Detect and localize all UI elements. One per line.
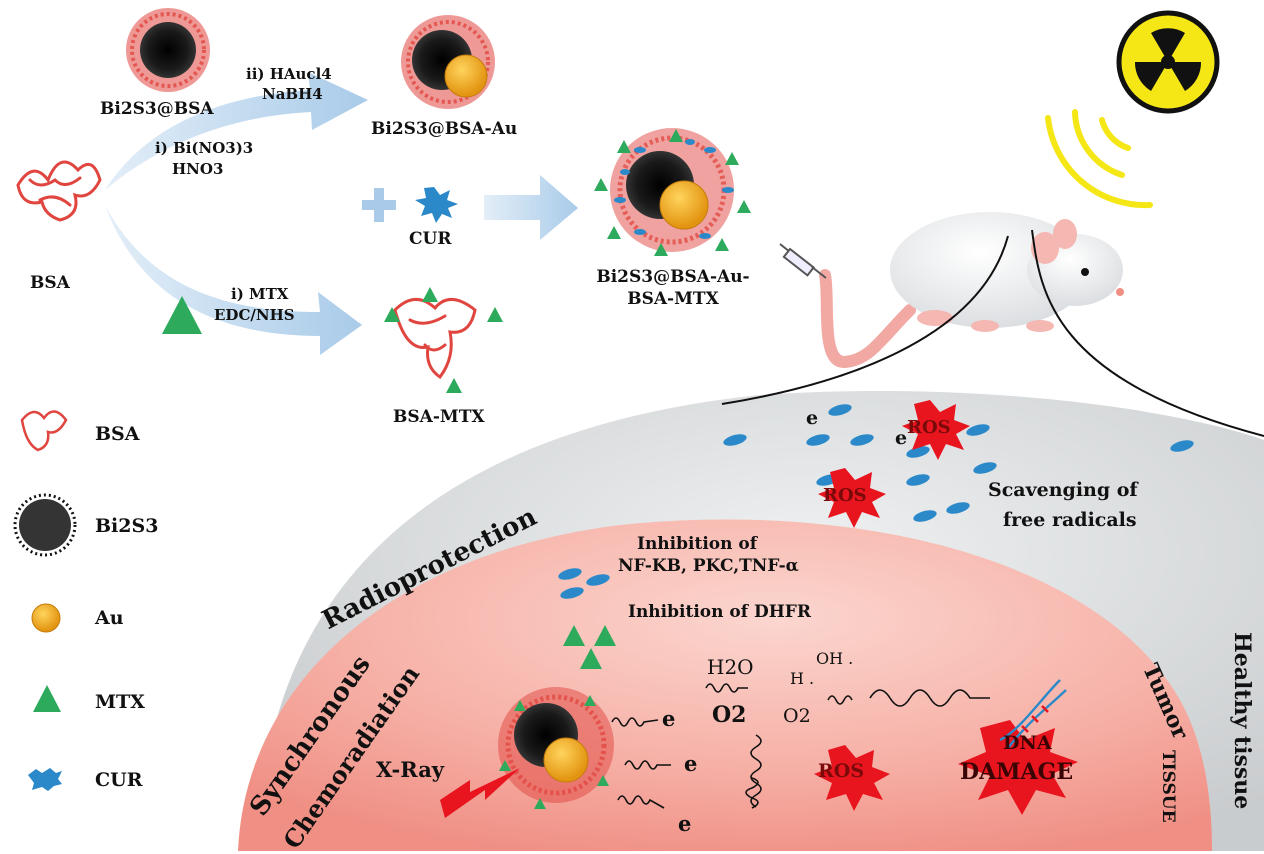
tissue-label: TISSUE <box>1158 750 1178 823</box>
mtx-triangles-tumor <box>563 625 616 669</box>
h-label: H . <box>790 669 815 688</box>
dna-label-1: DNA <box>1003 732 1052 754</box>
o2-label: O2 <box>712 702 747 728</box>
inhibition-dhfr-label: Inhibition of DHFR <box>628 602 811 622</box>
cur-molecule-icon <box>415 187 458 223</box>
dna-label-2: DAMAGE <box>960 759 1074 785</box>
ros-label-healthy-1: ROS <box>907 417 951 438</box>
final-complex-label-1: Bi2S3@BSA-Au- <box>596 267 750 287</box>
legend-cur-label: CUR <box>95 769 143 791</box>
step-bi-label-2: HNO3 <box>172 160 224 178</box>
ros-burst-healthy-1 <box>902 400 970 460</box>
legend-bsa-label: BSA <box>95 423 140 445</box>
step-mtx-label-1: i) MTX <box>231 285 289 303</box>
inhibition-label-1: Inhibition of <box>637 534 758 554</box>
electron-label-tumor-2: e <box>684 751 698 776</box>
bsa-label: BSA <box>30 273 70 293</box>
tumor-tissue-region <box>238 519 1212 851</box>
legend-cur-icon <box>28 768 62 791</box>
step-mtx-label-2: EDC/NHS <box>214 306 295 324</box>
final-complex-particle <box>594 128 751 256</box>
electron-label-healthy-2: e <box>895 427 908 449</box>
legend-au-icon <box>31 603 61 633</box>
legend-bsa-icon <box>20 410 68 452</box>
o2-radical-label: O2 <box>783 705 811 727</box>
arrow-to-bsa-mtx <box>105 205 362 355</box>
ros-burst-tumor <box>814 745 890 811</box>
mtx-triangle-icon <box>162 296 202 334</box>
dna-helix-icon <box>999 679 1067 749</box>
step-bi-label-1: i) Bi(NO3)3 <box>155 139 254 157</box>
electron-emission-arrows <box>611 683 990 809</box>
h2o-label: H2O <box>707 655 754 679</box>
electron-label-tumor-1: e <box>662 706 676 731</box>
legend-au-label: Au <box>95 607 124 629</box>
arrow-to-final-complex <box>484 175 578 240</box>
dna-damage-burst <box>958 720 1078 815</box>
electron-label-tumor-3: e <box>678 811 692 836</box>
bsa-mtx-label: BSA-MTX <box>393 407 485 427</box>
bi2s3-bsa-particle <box>126 8 210 92</box>
step-hau-label-1: ii) HAucl4 <box>246 65 332 83</box>
legend-mtx-icon <box>33 685 61 712</box>
mouse-illustration <box>721 212 1264 437</box>
plus-sign <box>362 188 396 222</box>
scavenging-label-1: Scavenging of <box>988 479 1138 501</box>
legend-bi2s3-label: Bi2S3 <box>95 515 159 537</box>
legend-mtx-label: MTX <box>95 691 145 713</box>
scavenging-label-2: free radicals <box>1003 509 1137 531</box>
xray-label: X-Ray <box>376 757 445 782</box>
cur-molecules-tumor <box>558 568 610 599</box>
bi2s3-bsa-au-label: Bi2S3@BSA-Au <box>371 119 518 139</box>
ros-burst-healthy-2 <box>818 468 886 528</box>
healthy-tissue-label: Healthy tissue <box>1229 632 1255 810</box>
bi2s3-bsa-au-particle <box>401 15 495 109</box>
syringe-icon <box>779 243 827 279</box>
ros-label-tumor: ROS <box>818 760 865 782</box>
inhibition-label-2: NF-KB, PKC,TNF-α <box>618 556 799 576</box>
ros-label-healthy-2: ROS <box>823 485 867 506</box>
tumor-nanoparticle <box>498 687 614 809</box>
legend-bi2s3-icon <box>13 493 77 557</box>
bi2s3-bsa-label: Bi2S3@BSA <box>100 99 214 119</box>
bsa-protein <box>16 160 102 222</box>
final-complex-label-2: BSA-MTX <box>627 289 719 309</box>
step-hau-label-2: NaBH4 <box>262 85 323 103</box>
radiation-icon <box>1116 10 1220 114</box>
cur-label: CUR <box>409 229 452 249</box>
bsa-mtx-particle <box>384 287 503 393</box>
radiation-waves-icon <box>1045 109 1153 209</box>
oh-label: OH . <box>816 649 854 668</box>
xray-lightning-icon <box>440 768 520 818</box>
arrow-to-bi2s3-bsa-au <box>105 72 368 190</box>
cur-molecules-healthy <box>723 404 1194 522</box>
electron-label-healthy-1: e <box>806 407 819 429</box>
